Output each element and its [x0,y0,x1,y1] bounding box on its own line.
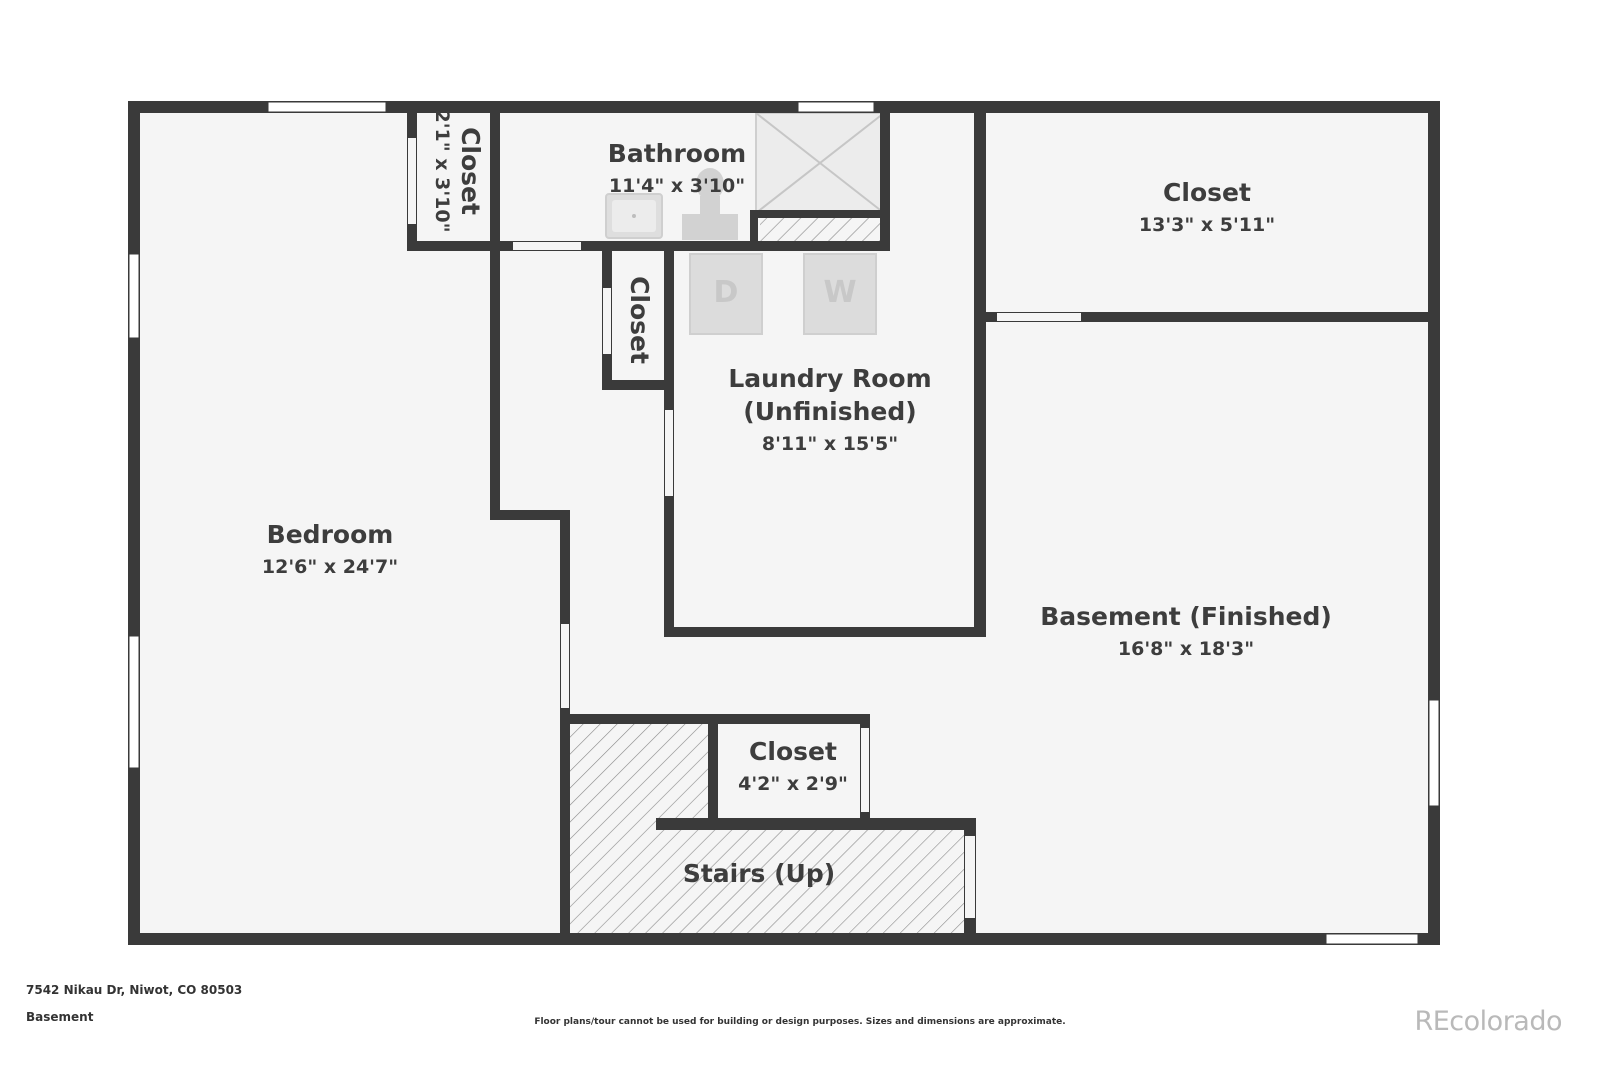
washer-label: W [823,275,856,310]
closet-small-dims: 2'1" x 3'10" [431,109,453,232]
closet-small-label: Closet [456,127,485,215]
closet-top-right-dims: 13'3" x 5'11" [1139,214,1275,236]
laundry-label-line1: Laundry Room [728,364,931,393]
bedroom-dims: 12'6" x 24'7" [262,556,398,578]
shower-icon [755,112,885,214]
address-text: 7542 Nikau Dr, Niwot, CO 80503 [26,983,243,997]
dryer-icon: D [689,253,763,335]
bathroom-label: Bathroom [608,139,746,168]
basement-dims: 16'8" x 18'3" [1118,638,1254,660]
closet-stairs-dims: 4'2" x 2'9" [738,773,848,795]
bedroom-label: Bedroom [267,520,394,549]
sink-icon [605,193,663,239]
door-openings [408,138,1081,918]
laundry-label-line2: (Unfinished) [743,397,916,426]
closet-stairs-label: Closet [749,737,837,766]
bath-hatch [760,218,882,244]
bathroom-dims: 11'4" x 3'10" [609,175,745,197]
floor-name: Basement [26,1010,94,1024]
toilet-icon [682,168,738,240]
recolorado-logo: REcolorado [1414,1006,1562,1037]
closet-top-right-label: Closet [1163,178,1251,207]
basement-label: Basement (Finished) [1040,602,1332,631]
dryer-label: D [714,275,739,310]
windows [128,101,1440,945]
closet-laundry-label: Closet [625,276,654,364]
washer-icon: W [803,253,877,335]
stairs-label: Stairs (Up) [683,859,835,888]
disclaimer-text: Floor plans/tour cannot be used for buil… [534,1017,1066,1027]
laundry-dims: 8'11" x 15'5" [762,433,898,455]
